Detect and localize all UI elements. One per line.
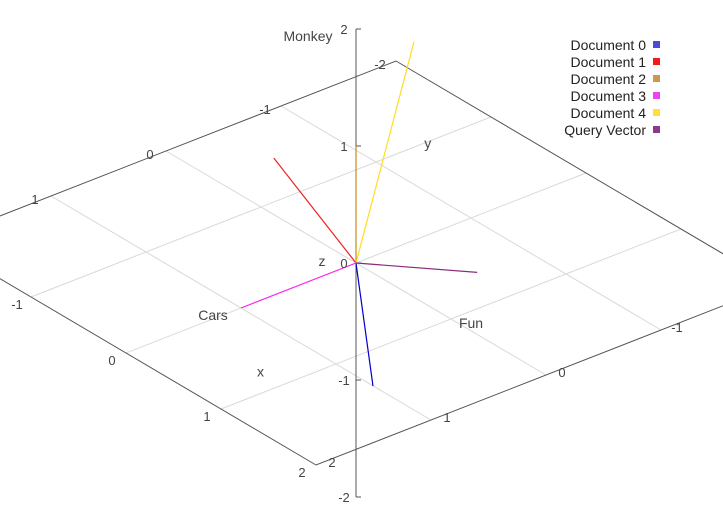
x-axis-title: x <box>257 363 264 379</box>
legend-item[interactable]: Query Vector <box>564 121 660 138</box>
grid-line-y <box>280 105 662 331</box>
z-tick-label: -1 <box>338 373 350 388</box>
legend-label: Document 3 <box>570 87 646 104</box>
legend-swatch <box>653 126 660 133</box>
legend-label: Document 0 <box>570 36 646 53</box>
legend-swatch <box>653 92 660 99</box>
term-label-x: Fun <box>459 315 483 331</box>
z-tick-label: -2 <box>338 490 350 505</box>
series-line-document-4 <box>355 41 415 264</box>
z-axis-title: z <box>319 253 326 269</box>
legend-item[interactable]: Document 1 <box>564 53 660 70</box>
legend-label: Document 1 <box>570 53 646 70</box>
series <box>240 41 478 387</box>
legend-swatch <box>653 41 660 48</box>
legend-swatch <box>653 75 660 82</box>
series-line-query-vector <box>355 262 478 274</box>
x-tick-label: 2 <box>298 465 305 480</box>
y-tick-label-right: 0 <box>558 365 565 380</box>
y-tick-label: -2 <box>374 57 386 72</box>
z-tick-label: 2 <box>340 22 347 37</box>
legend-label: Document 4 <box>570 104 646 121</box>
legend-item[interactable]: Document 0 <box>564 36 660 53</box>
z-tick-label: 0 <box>340 256 347 271</box>
y-tick-label: 0 <box>146 147 153 162</box>
y-tick-label-right: -1 <box>671 320 683 335</box>
z-tick-label: 1 <box>340 139 347 154</box>
legend-item[interactable]: Document 2 <box>564 70 660 87</box>
series-line-document-0 <box>355 262 374 387</box>
term-label-z: Monkey <box>283 28 332 44</box>
legend-item[interactable]: Document 4 <box>564 104 660 121</box>
legend-label: Query Vector <box>564 121 646 138</box>
x-tick-label: 0 <box>108 353 115 368</box>
floor-border <box>0 60 723 466</box>
y-tick-label-right: 1 <box>443 410 450 425</box>
legend-item[interactable]: Document 3 <box>564 87 660 104</box>
series-line-document-3 <box>240 262 357 309</box>
series-line-document-1 <box>273 157 357 264</box>
term-label-y: Cars <box>198 307 228 323</box>
legend-swatch <box>653 58 660 65</box>
y-tick-label: -1 <box>259 102 271 117</box>
x-tick-label: -1 <box>11 297 23 312</box>
labels: -2-1012-2-1012-2-1012-2-1012xyzFunCarsMo… <box>11 22 683 505</box>
y-axis-title: y <box>424 135 431 151</box>
y-tick-label-right: 2 <box>328 455 335 470</box>
x-tick-label: 1 <box>203 409 210 424</box>
y-tick-label: 1 <box>31 192 38 207</box>
legend-label: Document 2 <box>570 70 646 87</box>
legend-swatch <box>653 109 660 116</box>
